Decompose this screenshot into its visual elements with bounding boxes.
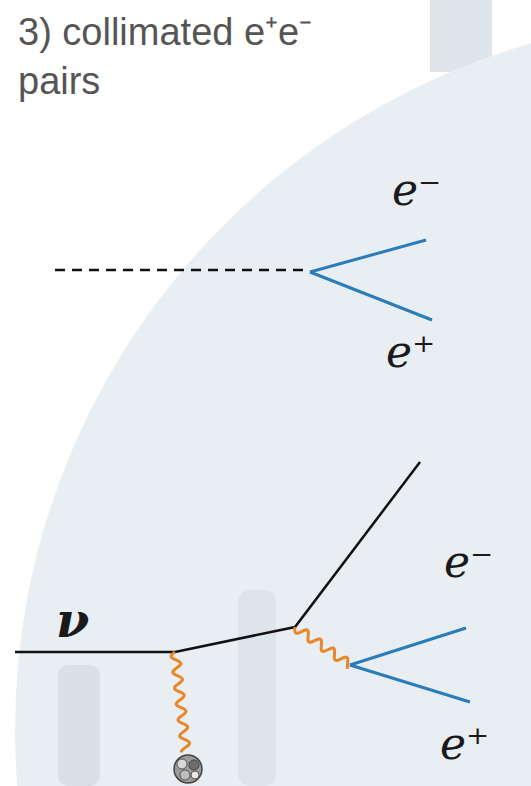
- support-leg: [58, 665, 100, 786]
- detector-sphere: [15, 15, 531, 786]
- electron-track: [350, 628, 466, 665]
- particle-label: e⁺: [440, 722, 489, 766]
- positron-track: [310, 272, 432, 320]
- neutrino-track: [15, 462, 420, 652]
- particle-label: e⁻: [392, 168, 441, 212]
- support-leg: [238, 590, 276, 786]
- nucleon: [180, 770, 190, 780]
- particle-label: e⁺: [386, 330, 435, 374]
- photon-wave: [295, 627, 348, 669]
- positron-track: [350, 665, 470, 702]
- particle-label: e⁻: [444, 540, 493, 584]
- nucleon: [189, 760, 199, 770]
- particle-label: ν: [56, 596, 89, 644]
- nucleus: [174, 755, 202, 783]
- slide-title: 3) collimated e⁺e⁻ pairs: [18, 8, 398, 107]
- dashed-particle-line: [55, 269, 310, 272]
- electron-track: [310, 240, 426, 272]
- nucleon: [191, 771, 199, 779]
- nucleon: [177, 759, 187, 769]
- photon-wave: [171, 652, 190, 753]
- nucleus-body: [174, 755, 202, 783]
